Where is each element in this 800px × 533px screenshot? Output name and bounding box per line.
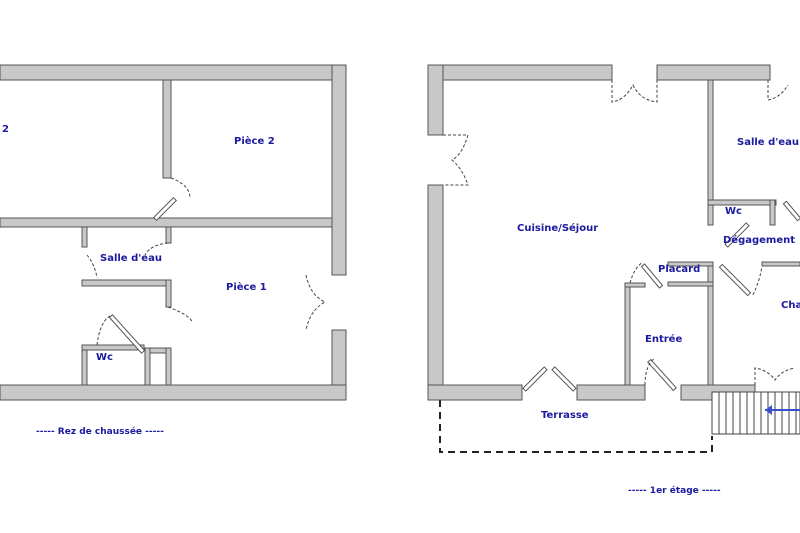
door[interactable] xyxy=(551,366,577,392)
door-swing xyxy=(767,80,789,101)
door-swing xyxy=(96,314,113,346)
terrace-outline xyxy=(439,400,713,453)
door[interactable] xyxy=(647,358,677,392)
wall xyxy=(427,384,523,401)
door-swing xyxy=(644,357,656,386)
wall xyxy=(81,226,88,248)
door[interactable] xyxy=(640,263,664,289)
wall xyxy=(707,79,714,226)
wall xyxy=(707,261,714,386)
wall xyxy=(656,64,771,81)
room-label: Wc xyxy=(96,352,113,363)
room-label: Placard xyxy=(658,264,700,275)
wall xyxy=(427,64,444,136)
wall xyxy=(165,279,172,308)
door[interactable] xyxy=(724,222,750,248)
wall xyxy=(427,184,444,401)
room-label: Cuisine/Séjour xyxy=(517,222,598,234)
wall xyxy=(769,199,776,226)
floor-caption: ----- 1er étage ----- xyxy=(628,485,721,496)
door[interactable] xyxy=(718,263,752,297)
wall xyxy=(165,347,172,386)
room-label: Pièce 2 xyxy=(234,135,275,147)
room-label: Dégagement xyxy=(723,234,795,246)
room-label: Wc xyxy=(725,206,742,217)
wall xyxy=(144,347,151,386)
door-swing xyxy=(144,242,169,256)
room-label: Terrasse xyxy=(541,410,589,421)
door-swing xyxy=(86,254,98,279)
wall xyxy=(0,217,333,228)
door[interactable] xyxy=(152,196,178,222)
wall xyxy=(667,281,714,287)
door[interactable] xyxy=(108,314,146,354)
wall xyxy=(624,282,646,288)
floor-caption: ----- Rez de chaussée ----- xyxy=(36,426,164,437)
staircase xyxy=(711,391,800,435)
wall xyxy=(162,79,172,179)
wall xyxy=(707,199,777,206)
wall xyxy=(667,261,714,267)
door-swing xyxy=(305,274,327,331)
ground-floor-plan: 2 Pièce 2 Salle d'eau Pièce 1 Wc ----- R… xyxy=(0,64,347,437)
door-swing xyxy=(443,134,469,186)
door-swing xyxy=(167,306,193,323)
first-floor-plan: Cuisine/Séjour Salle d'eau Wc Dégagement… xyxy=(427,64,800,496)
wall xyxy=(331,64,347,276)
room-label: Salle d'eau xyxy=(100,253,162,264)
wall xyxy=(0,384,347,401)
wall xyxy=(427,64,613,81)
room-label: Cha xyxy=(781,300,800,311)
door-swing xyxy=(754,367,796,385)
door-swing xyxy=(752,265,763,296)
wall xyxy=(761,261,800,267)
wall xyxy=(0,64,347,81)
door[interactable] xyxy=(522,366,548,392)
room-label: 2 xyxy=(2,124,9,135)
wall xyxy=(81,344,145,351)
door[interactable] xyxy=(782,200,800,222)
room-label: Salle d'eau xyxy=(737,137,799,148)
wall xyxy=(624,282,631,386)
room-label: Entrée xyxy=(645,333,682,345)
wall xyxy=(576,384,646,401)
arrow-left-icon xyxy=(765,405,772,415)
wall xyxy=(81,344,88,386)
door-swing xyxy=(170,177,191,199)
wall xyxy=(81,279,171,287)
room-label: Pièce 1 xyxy=(226,281,267,293)
door-swing xyxy=(611,80,658,103)
wall xyxy=(165,226,172,244)
door-swing xyxy=(629,261,644,284)
